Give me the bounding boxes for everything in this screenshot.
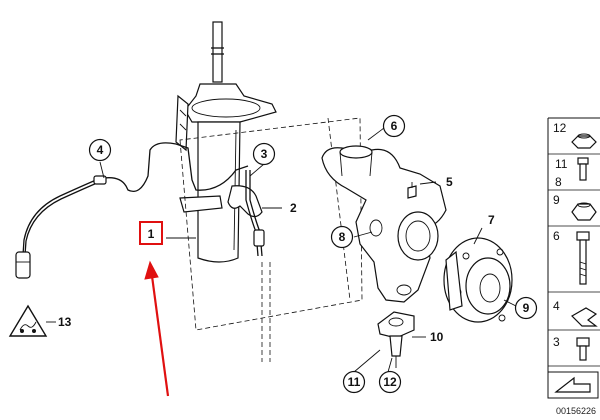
callout-13[interactable]: 13 [8,304,72,337]
callout-6[interactable]: 6 [382,114,406,138]
callout-13-label: 13 [58,315,72,329]
sidebar-item-12-label: 12 [553,121,567,135]
wheel-hub[interactable] [443,237,513,323]
piston-rod [212,21,223,83]
ball-joint-stud [389,335,403,357]
callout-9-label: 9 [523,301,530,315]
sidebar-item-4-label: 4 [553,299,560,313]
bolt-icon [577,157,589,165]
callout-7-label: 7 [488,213,495,227]
callout-8[interactable]: 8 [330,225,354,249]
sidebar-item-9-label: 9 [553,193,560,207]
clip-icon [571,307,598,327]
sidebar-item-11[interactable]: 11 [555,157,589,181]
sidebar-item-3-label: 3 [553,335,560,349]
sidebar-item-8[interactable]: 8 [555,175,562,189]
callout-2[interactable]: 2 [290,201,297,215]
callout-4-label: 4 [97,143,104,157]
line-fitting [253,229,265,247]
sidebar-item-12[interactable]: 12 [553,121,597,149]
hub-bore [397,211,439,261]
sensor-cable[interactable] [15,142,249,279]
assembly-guide-lines [179,117,363,362]
callout-3[interactable]: 3 [252,142,276,166]
callout-1-label: 1 [148,227,155,241]
screw-icon [576,337,590,347]
sidebar [547,117,600,398]
sidebar-item-3[interactable]: 3 [553,335,590,361]
steering-knuckle[interactable] [321,145,447,303]
sidebar-item-9[interactable]: 9 [553,193,597,221]
warning-triangle-icon [8,304,48,337]
callout-10-label: 10 [430,330,444,344]
sidebar-item-4[interactable]: 4 [553,299,598,327]
leader-lines [46,127,517,373]
callout-8-label: 8 [339,230,346,244]
sidebar-item-6-label: 6 [553,229,560,243]
long-bolt-icon [576,231,590,241]
callout-1[interactable]: 1 [139,221,163,245]
callout-1-highlight-box [139,221,163,245]
hub-center [465,257,511,315]
callout-2-label: 2 [290,201,297,215]
arrow-icon [554,376,591,393]
callout-12-label: 12 [383,375,397,389]
sidebar-item-11-label: 11 [555,157,568,171]
callout-11-label: 11 [348,375,361,389]
callout-12[interactable]: 12 [378,370,402,394]
spring-seat [184,83,277,123]
strut-assembly[interactable] [175,21,277,263]
brake-line-bracket[interactable] [227,170,265,257]
sidebar-item-8-label: 8 [555,175,562,189]
cable-grommet [93,175,107,185]
strut-tube [197,121,241,263]
sensor-plug [15,251,31,279]
sidebar-item-6[interactable]: 6 [553,229,590,285]
callout-10[interactable]: 10 [430,330,444,344]
callout-11[interactable]: 11 [342,370,366,394]
strut-bracket [175,94,189,152]
callout-3-label: 3 [261,147,268,161]
ball-joint-flange [377,311,415,339]
strut-clamp [179,195,223,213]
direction-arrow [547,371,599,399]
arrow-head-icon [144,260,159,280]
callout-4[interactable]: 4 [88,138,112,162]
nut-icon [571,203,597,221]
callout-5-label: 5 [446,175,453,189]
callout-5[interactable]: 5 [446,175,453,189]
highlight-arrow [144,260,170,397]
ball-joint[interactable] [377,311,415,368]
callout-9[interactable]: 9 [514,296,538,320]
reference-number: 00156226 [556,406,596,416]
callout-7[interactable]: 7 [488,213,495,227]
callout-6-label: 6 [391,119,398,133]
